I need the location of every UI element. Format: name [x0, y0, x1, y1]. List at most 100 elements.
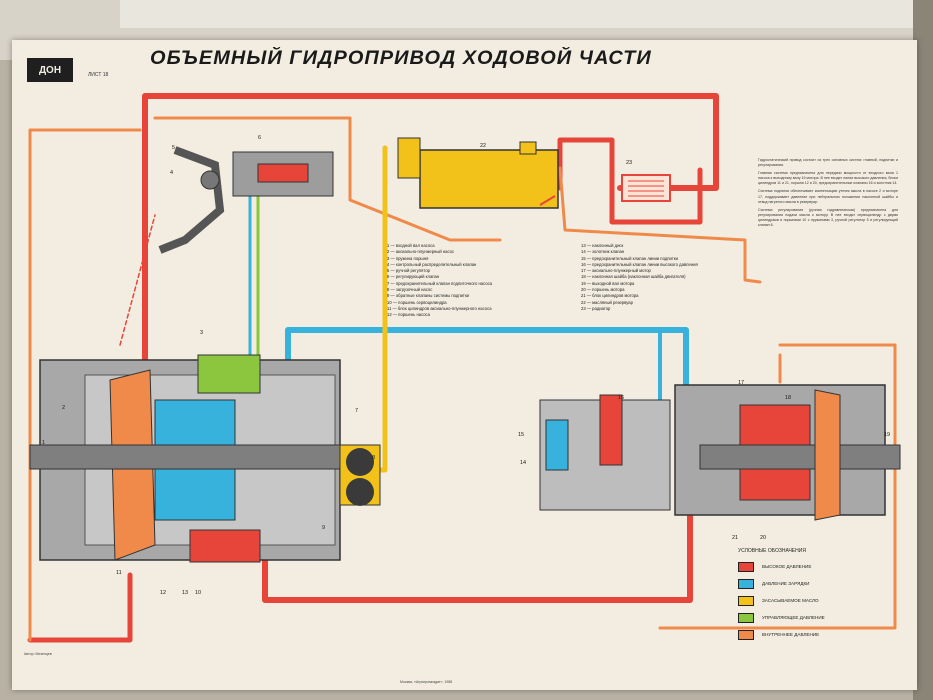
key-swatch — [738, 596, 754, 606]
servo-piston-lower — [189, 529, 261, 563]
key-label: ЗАСАСЫВАЕМОЕ МАСЛО — [762, 598, 819, 603]
output-shaft — [699, 444, 901, 470]
key-label: ВЫСОКОЕ ДАВЛЕНИЕ — [762, 564, 812, 569]
component-item: 22 — масляный резервуар — [581, 299, 633, 305]
dashed-linkage — [119, 214, 156, 346]
component-item: 8 — загрузочный насос — [387, 287, 433, 293]
part-number-17: 17 — [738, 380, 745, 386]
key-swatch — [738, 630, 754, 640]
key-swatch — [738, 579, 754, 589]
internal-line-top-right — [558, 166, 762, 284]
high-pressure-line-top — [142, 93, 719, 363]
component-item: 11 — блок цилиндров аксиально-плунжерног… — [387, 305, 492, 311]
component-item: 1 — входной вал насоса — [387, 243, 435, 248]
lever-pivot — [200, 170, 220, 190]
suction-line — [367, 145, 388, 473]
component-item: 17 — аксиально-плунжерный мотор — [581, 268, 651, 274]
description-paragraph: Главная система предназначена для переда… — [758, 171, 898, 186]
key-label: ВНУТРЕННЕЕ ДАВЛЕНИЕ — [762, 632, 820, 637]
key-swatch — [738, 562, 754, 572]
component-item: 16 — предохранительный клапан линии высо… — [581, 261, 698, 267]
key-item: ДАВЛЕНИЕ ЗАРЯДКИ — [738, 579, 898, 589]
key-item: ВНУТРЕННЕЕ ДАВЛЕНИЕ — [738, 630, 898, 640]
oil-reservoir — [419, 149, 559, 209]
part-number-12: 12 — [160, 590, 167, 596]
internal-line-mid — [153, 116, 502, 242]
control-valve-spool — [257, 163, 309, 183]
component-item: 13 — наклонный диск — [581, 243, 624, 248]
part-number-16: 16 — [618, 395, 625, 401]
key-item: УПРАВЛЯЮЩЕЕ ДАВЛЕНИЕ — [738, 613, 898, 623]
component-item: 20 — поршень мотора — [581, 287, 625, 293]
part-number-13: 13 — [182, 590, 189, 596]
manual-lever — [158, 146, 225, 254]
key-item: ВЫСОКОЕ ДАВЛЕНИЕ — [738, 562, 898, 572]
key-swatch — [738, 613, 754, 623]
input-shaft — [29, 444, 341, 470]
description-text: Гидростатический привод состоит из трех … — [758, 158, 898, 231]
radiator — [621, 174, 671, 202]
component-item: 6 — регулирующий клапан — [387, 274, 440, 280]
part-number-1: 1 — [42, 440, 46, 446]
part-number-4: 4 — [170, 170, 174, 176]
component-item: 5 — ручной регулятор — [387, 268, 430, 274]
key-label: ДАВЛЕНИЕ ЗАРЯДКИ — [762, 581, 810, 586]
reservoir-filler — [397, 137, 421, 179]
key-label: УПРАВЛЯЮЩЕЕ ДАВЛЕНИЕ — [762, 615, 825, 620]
internal-line-right — [658, 343, 897, 630]
description-paragraph: Система подпитки обеспечивает компенсаци… — [758, 189, 898, 204]
component-item: 2 — аксиально-плунжерный насос — [387, 249, 455, 255]
poster-title: ОБЪЕМНЫЙ ГИДРОПРИВОД ХОДОВОЙ ЧАСТИ — [150, 48, 652, 69]
part-number-23: 23 — [626, 160, 633, 166]
component-item: 12 — поршень насоса — [387, 312, 430, 318]
high-pressure-line-radiator — [557, 137, 703, 225]
component-item: 21 — блок цилиндров мотора — [581, 293, 639, 299]
part-number-9: 9 — [322, 525, 326, 531]
part-number-22: 22 — [480, 143, 487, 149]
servo-spring-housing — [197, 354, 261, 394]
part-number-20: 20 — [760, 535, 767, 541]
part-number-6: 6 — [258, 135, 262, 141]
description-paragraph: Гидростатический привод состоит из трех … — [758, 158, 898, 168]
footer-author: Автор: Мезенцев — [24, 652, 52, 656]
component-item: 3 — пружина поршня — [387, 255, 429, 261]
component-item: 18 — наклонная шайба (наклонная шайба дв… — [581, 274, 686, 280]
footer-publisher: Москва, «Агропромиздат», 1985 — [400, 680, 453, 684]
part-number-7: 7 — [355, 408, 359, 414]
component-item: 9 — обратные клапаны системы подпитки — [387, 293, 470, 299]
sheet-label: ЛИСТ 18 — [88, 72, 109, 78]
component-item: 10 — поршень сервоцилиндра — [387, 299, 447, 305]
shuttle-spool — [599, 394, 623, 466]
part-number-2: 2 — [62, 405, 66, 411]
part-number-11: 11 — [116, 570, 122, 576]
return-arrow — [539, 195, 556, 206]
background-wall — [913, 0, 933, 700]
component-item: 4 — контрольный распределительный клапан — [387, 261, 477, 267]
high-pressure-line-lower — [27, 572, 133, 643]
gear-top — [346, 448, 374, 476]
component-item: 14 — золотник клапан — [581, 249, 625, 255]
key-title: УСЛОВНЫЕ ОБОЗНАЧЕНИЯ — [738, 548, 806, 554]
background-poster-edge — [120, 0, 933, 28]
key-item: ЗАСАСЫВАЕМОЕ МАСЛО — [738, 596, 898, 606]
motor-swash — [814, 389, 841, 521]
component-item: 15 — предохранительный клапан линии подп… — [581, 255, 678, 261]
part-number-19: 19 — [884, 432, 891, 438]
radiator-fins — [628, 180, 664, 197]
part-number-3: 3 — [200, 330, 204, 336]
part-number-8: 8 — [372, 455, 376, 461]
component-item: 7 — предохранительный клапан подпиточног… — [387, 280, 492, 286]
logo: ДОН — [27, 58, 73, 82]
component-item: 19 — выходной вал мотора — [581, 280, 635, 286]
part-number-18: 18 — [785, 395, 792, 401]
part-number-5: 5 — [172, 145, 176, 151]
part-number-10: 10 — [195, 590, 202, 596]
gear-bottom — [346, 478, 374, 506]
component-item: 23 — радиатор — [581, 305, 611, 311]
part-number-15: 15 — [518, 432, 525, 438]
part-number-21: 21 — [732, 535, 739, 541]
reservoir-cap — [519, 141, 537, 155]
part-number-14: 14 — [520, 460, 527, 466]
description-paragraph: Система регулирования (ручная гидравличе… — [758, 207, 898, 228]
